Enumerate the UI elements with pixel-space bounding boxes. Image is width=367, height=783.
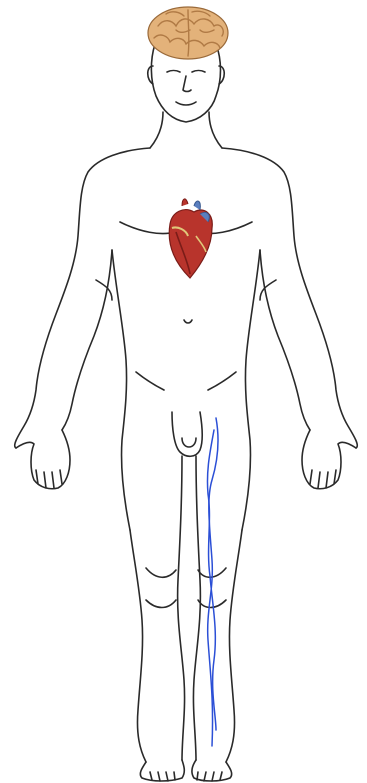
groin [172,412,202,456]
left-hip-crease [136,372,164,390]
right-leg-inner [193,456,200,760]
groin-inner [182,438,196,447]
nose [183,76,191,92]
left-knee-lower [146,600,176,608]
right-leg-outer [226,530,242,762]
right-armpit [260,280,276,300]
neck-left [150,112,163,148]
left-leg-inner [178,456,185,760]
mouth [176,102,196,105]
right-arm-outer [222,148,357,448]
right-eye [192,71,205,73]
right-hip-crease [208,372,236,390]
left-foot [140,760,184,781]
left-eye [167,71,180,73]
brain-organ [148,7,228,59]
left-leg-outer [130,530,146,762]
left-arm-outer [15,148,150,448]
torso-left [112,250,130,530]
neck-right [209,112,222,148]
navel [184,320,192,323]
torso-right [242,250,260,530]
heart-organ [169,199,212,278]
leg-vein [207,418,218,746]
left-knee [146,568,176,577]
left-armpit [96,280,112,300]
body-outline [15,44,358,781]
chest-line [120,222,176,234]
